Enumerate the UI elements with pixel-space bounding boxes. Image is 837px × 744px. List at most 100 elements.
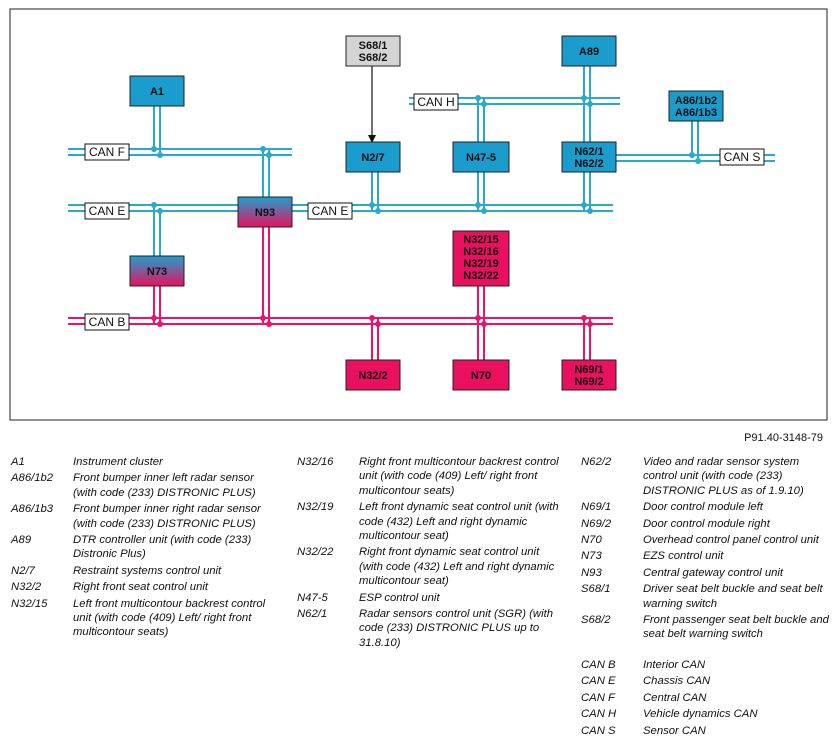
legend-description: Overhead control panel control unit [643,534,819,547]
legend-description: Left front dynamic seat control unit (wi… [359,501,559,543]
legend-row: N47-5 ESP control unit [297,591,559,605]
legend-row: N32/19 Left front dynamic seat control un… [297,500,559,543]
node-n47-5-box [452,141,510,173]
node-n73-label: N73 [147,266,167,278]
legend-code: CAN H [581,708,617,721]
node-a86-label-1: A86/1b2 [675,95,717,107]
legend-code: S68/1 [581,583,611,596]
legend-description: Front bumper inner left radar sensor (wi… [73,472,256,499]
node-n32-group-box [452,230,510,287]
legend-description: Right front multicontour backrest contro… [359,456,559,497]
legend-code: N32/22 [297,546,334,559]
legend-row: A86/1b3 Front bumper inner right radar se… [11,502,276,531]
legend-description: Front passenger seat belt buckle and sea… [643,614,829,641]
legend-description: Door control module right [643,517,770,530]
node-n2-7-label: N2/7 [361,152,384,164]
node-n32-15-label: N32/15 [463,234,498,246]
node-n69-label-2: N69/2 [574,376,603,388]
node-n73-box [129,255,185,287]
node-n93-box [237,196,293,228]
can-b-label: CAN B [89,315,126,329]
legend-code: N2/7 [11,564,35,577]
legend-row: S68/1 Driver seat belt buckle and seat be… [581,582,831,611]
can-e-right-label: CAN E [312,204,349,218]
node-n93-label: N93 [255,207,275,219]
legend-row: N32/16 Right front multicontour backrest … [297,455,559,498]
legend-code: CAN F [581,691,615,704]
legend-description: Radar sensors control unit (SGR) (with c… [359,608,553,649]
node-a1-label: A1 [150,86,164,98]
legend-row: A86/1b2 Front bumper inner left radar sen… [11,471,276,500]
node-n62-label-1: N62/1 [574,146,603,158]
node-n70-label: N70 [471,370,491,382]
legend-description: Driver seat belt buckle and seat belt wa… [643,583,823,610]
legend-row: CAN H Vehicle dynamics CAN [581,707,831,721]
legend-description: Right front dynamic seat control unit (w… [359,546,555,588]
node-n32-19-label: N32/19 [463,258,498,270]
legend-description: Video and radar sensor system control un… [643,456,804,497]
node-a89-box [561,35,617,67]
legend-row [581,644,831,656]
legend-code [581,644,643,656]
can-b-label-box [84,313,130,331]
legend-description: EZS control unit [643,550,724,563]
node-s68-label-1: S68/1 [359,40,388,52]
legend-code: N47-5 [297,591,328,604]
legend-description: Sensor CAN [643,724,706,737]
legend-code: A89 [11,534,32,547]
legend-description: Right front seat control unit [73,581,209,594]
legend-code: S68/2 [581,614,611,627]
legend-code: N32/16 [297,456,334,468]
can-h-label-box [413,93,459,111]
legend-code: N32/19 [297,501,334,514]
legend-code: N62/1 [297,608,328,621]
node-a86-box [668,90,724,122]
node-a89-label: A89 [579,46,599,58]
legend-code: A86/1b2 [11,472,54,485]
legend-row: A89 DTR controller unit (with code (233) … [11,533,276,562]
node-n32-22-label: N32/22 [463,270,498,282]
node-n62-box [561,141,617,173]
legend-row: N73 EZS control unit [581,549,831,563]
can-e-left-label: CAN E [89,204,126,218]
legend-row: N62/2 Video and radar sensor system contr… [581,455,831,498]
legend-description: DTR controller unit (with code (233) Dis… [73,534,252,561]
node-s68-box [345,35,401,67]
node-n32-2-label: N32/2 [358,370,387,382]
figure-reference-code: P91.40-3148-79 [744,432,823,444]
node-n32-2-box [345,359,401,391]
legend-description: Front bumper inner right radar sensor (w… [73,503,261,530]
legend-code: CAN E [581,675,616,688]
node-a1-box [129,75,185,107]
can-s-label: CAN S [724,150,761,164]
diagram-frame [9,8,828,421]
legend-description: Chassis CAN [643,675,711,688]
legend-description: Door control module left [643,501,763,514]
legend-description: Restraint systems control unit [73,564,222,577]
node-n70-box [452,359,510,391]
legend-description: Vehicle dynamics CAN [643,708,758,721]
legend-code: N32/15 [11,597,48,610]
legend-description: ESP control unit [359,591,440,604]
can-s-label-box [719,148,765,166]
legend-description: Central gateway control unit [643,566,784,579]
node-n32-16-label: N32/16 [463,246,498,258]
legend-column-3: N62/2 Video and radar sensor system contr… [581,455,831,740]
legend-code: N62/2 [581,456,612,468]
legend-code: A86/1b3 [11,503,54,516]
can-e-left-label-box [84,202,130,220]
node-n47-5-label: N47-5 [466,152,496,164]
node-n2-7-box [345,141,401,173]
legend-code: N73 [581,550,602,563]
can-network-diagram: CAN F CAN E CAN E CAN B CAN H CAN S A1 S… [9,8,828,421]
